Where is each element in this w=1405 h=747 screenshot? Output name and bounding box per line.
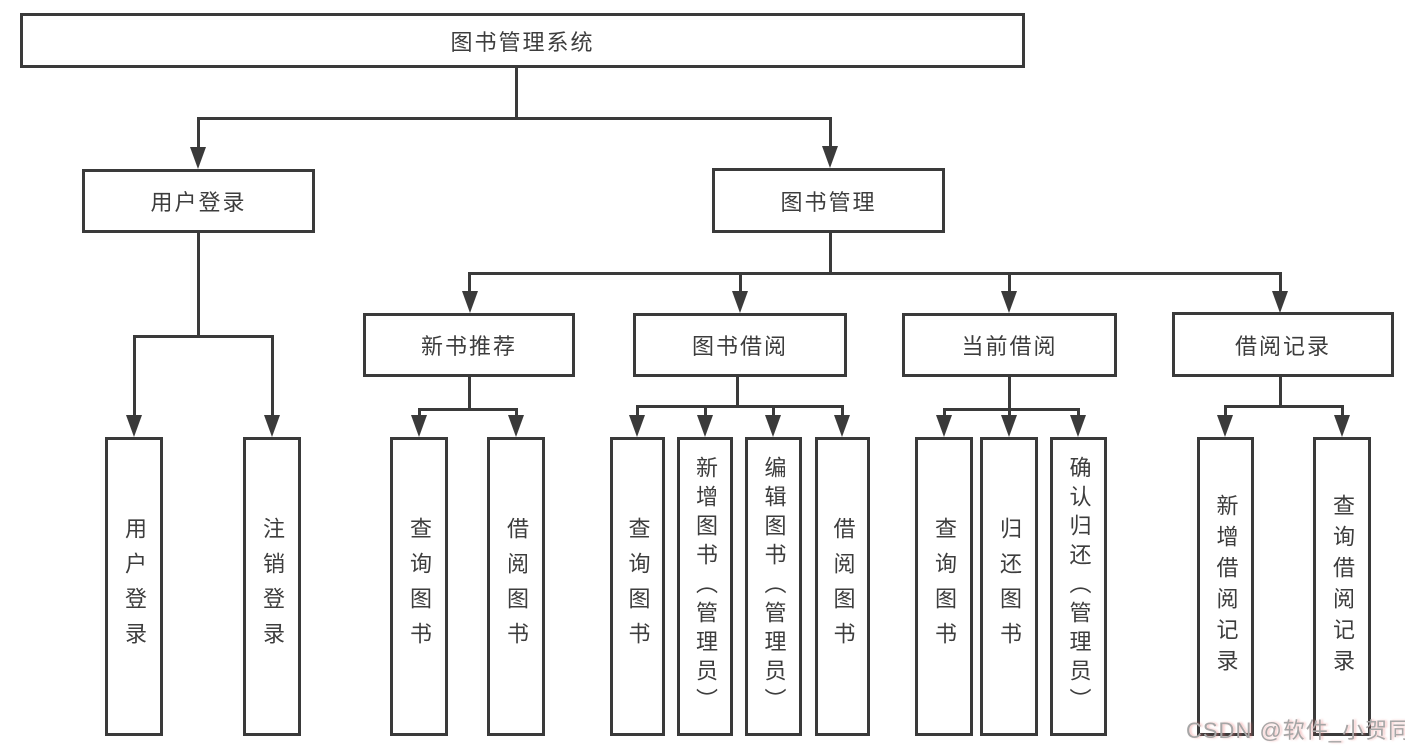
arrow-down-icon bbox=[1217, 415, 1233, 437]
node-new-book-recommend: 新书推荐 bbox=[363, 313, 575, 377]
leaf-borrow-books: 借阅图书 bbox=[815, 437, 870, 736]
leaf-label: 查询借阅记录 bbox=[1330, 493, 1355, 680]
connector-line bbox=[271, 335, 274, 416]
connector-line bbox=[468, 377, 471, 410]
connector-line bbox=[1008, 272, 1011, 292]
connector-line bbox=[197, 117, 831, 120]
arrow-down-icon bbox=[732, 291, 748, 313]
arrow-down-icon bbox=[936, 415, 952, 437]
arrow-down-icon bbox=[629, 415, 645, 437]
leaf-label: 借阅图书 bbox=[830, 516, 856, 657]
leaf-label: 归还图书 bbox=[997, 516, 1022, 657]
arrow-down-icon bbox=[126, 415, 142, 437]
leaf-label: 编辑图书（管理员） bbox=[761, 456, 787, 717]
connector-line bbox=[943, 408, 946, 418]
node-user-login: 用户登录 bbox=[82, 169, 315, 233]
arrow-down-icon bbox=[190, 147, 206, 169]
arrow-down-icon bbox=[1001, 415, 1017, 437]
connector-line bbox=[739, 272, 742, 292]
connector-line bbox=[1279, 377, 1282, 407]
connector-line bbox=[736, 377, 739, 407]
connector-line bbox=[841, 405, 844, 418]
connector-line bbox=[1077, 408, 1080, 418]
node-borrow-records: 借阅记录 bbox=[1172, 312, 1394, 377]
connector-line bbox=[1279, 272, 1282, 292]
leaf-label: 借阅图书 bbox=[504, 516, 529, 657]
leaf-add-borrow-record: 新增借阅记录 bbox=[1197, 437, 1254, 736]
leaf-label: 确认归还（管理员） bbox=[1066, 456, 1092, 717]
leaf-edit-books-admin: 编辑图书（管理员） bbox=[745, 437, 802, 736]
arrow-down-icon bbox=[1070, 415, 1086, 437]
connector-line bbox=[197, 233, 200, 337]
connector-line bbox=[133, 335, 274, 338]
node-current-borrow: 当前借阅 bbox=[902, 313, 1117, 377]
leaf-query-books-current: 查询图书 bbox=[915, 437, 973, 736]
arrow-down-icon bbox=[822, 146, 838, 168]
arrow-down-icon bbox=[834, 415, 850, 437]
arrow-down-icon bbox=[765, 415, 781, 437]
arrow-down-icon bbox=[1001, 291, 1017, 313]
leaf-confirm-return-admin: 确认归还（管理员） bbox=[1050, 437, 1107, 736]
connector-line bbox=[704, 405, 707, 418]
leaf-label: 新增图书（管理员） bbox=[693, 456, 718, 717]
connector-line bbox=[636, 405, 844, 408]
arrow-down-icon bbox=[264, 415, 280, 437]
connector-line bbox=[1008, 377, 1011, 410]
leaf-user-login: 用户登录 bbox=[105, 437, 163, 736]
connector-line bbox=[197, 117, 200, 148]
connector-line bbox=[515, 68, 518, 118]
connector-line bbox=[1224, 405, 1227, 418]
leaf-label: 查询图书 bbox=[932, 516, 957, 657]
connector-line bbox=[515, 408, 518, 418]
leaf-label: 查询图书 bbox=[407, 516, 432, 657]
arrow-down-icon bbox=[697, 415, 713, 437]
connector-line bbox=[468, 272, 471, 292]
connector-line bbox=[636, 405, 639, 418]
connector-line bbox=[468, 272, 1282, 275]
leaf-label: 查询图书 bbox=[625, 516, 651, 657]
connector-line bbox=[943, 408, 1080, 411]
leaf-logout: 注销登录 bbox=[243, 437, 301, 736]
connector-line bbox=[418, 408, 421, 418]
leaf-query-books-borrow: 查询图书 bbox=[610, 437, 665, 736]
leaf-label: 注销登录 bbox=[260, 516, 285, 657]
connector-line bbox=[1008, 408, 1011, 418]
leaf-query-borrow-record: 查询借阅记录 bbox=[1313, 437, 1371, 736]
node-book-borrow: 图书借阅 bbox=[633, 313, 847, 377]
leaf-label: 新增借阅记录 bbox=[1213, 493, 1239, 680]
node-book-management: 图书管理 bbox=[712, 168, 945, 233]
connector-line bbox=[829, 233, 832, 274]
connector-line bbox=[1224, 405, 1344, 408]
arrow-down-icon bbox=[462, 291, 478, 313]
arrow-down-icon bbox=[508, 415, 524, 437]
leaf-return-books: 归还图书 bbox=[980, 437, 1038, 736]
node-root: 图书管理系统 bbox=[20, 13, 1025, 68]
leaf-label: 用户登录 bbox=[122, 516, 147, 657]
connector-line bbox=[1341, 405, 1344, 418]
leaf-borrow-books-recommend: 借阅图书 bbox=[487, 437, 545, 736]
csdn-watermark: CSDN @软件_小贺同学 bbox=[1186, 718, 1405, 743]
arrow-down-icon bbox=[411, 415, 427, 437]
connector-line bbox=[772, 405, 775, 418]
arrow-down-icon bbox=[1334, 415, 1350, 437]
connector-line bbox=[133, 335, 136, 416]
leaf-add-books-admin: 新增图书（管理员） bbox=[677, 437, 733, 736]
connector-line bbox=[829, 117, 832, 148]
connector-line bbox=[418, 408, 518, 411]
arrow-down-icon bbox=[1272, 291, 1288, 313]
leaf-query-books-recommend: 查询图书 bbox=[390, 437, 448, 736]
